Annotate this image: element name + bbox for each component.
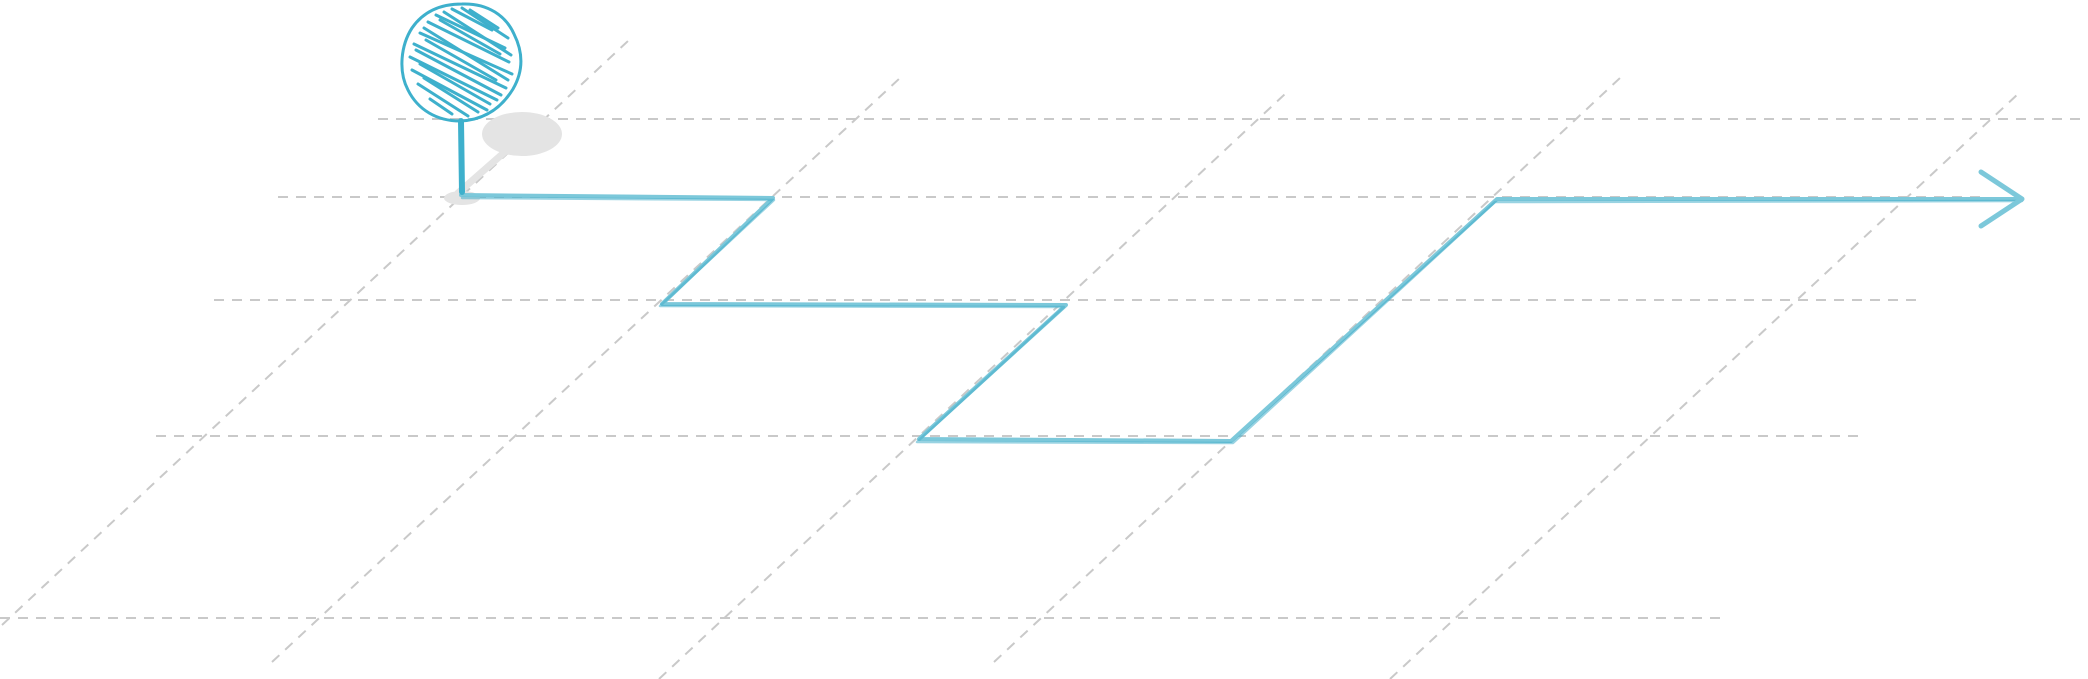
grid-diagonal-line (1389, 93, 2019, 679)
arrow-head (1978, 169, 2025, 229)
pin-head-scribble (408, 6, 514, 118)
grid-horizontal-lines (0, 118, 2088, 619)
arrow-right-icon (1978, 169, 2025, 229)
route-path-stroke-secondary (460, 196, 2024, 445)
pin-shadow-blob (482, 112, 562, 156)
route-path-stroke-primary (459, 193, 2023, 443)
pin-stem-line (458, 118, 465, 195)
route-path (459, 193, 2024, 445)
grid-diagonal-line (271, 77, 901, 663)
grid-diagonal-lines (1, 40, 2019, 679)
pin-head-outline (400, 2, 523, 123)
pin-stem (458, 118, 465, 195)
pin-shadow-stem (454, 146, 511, 197)
map-pin-icon (400, 2, 523, 123)
grid-diagonal-line (658, 93, 1286, 679)
